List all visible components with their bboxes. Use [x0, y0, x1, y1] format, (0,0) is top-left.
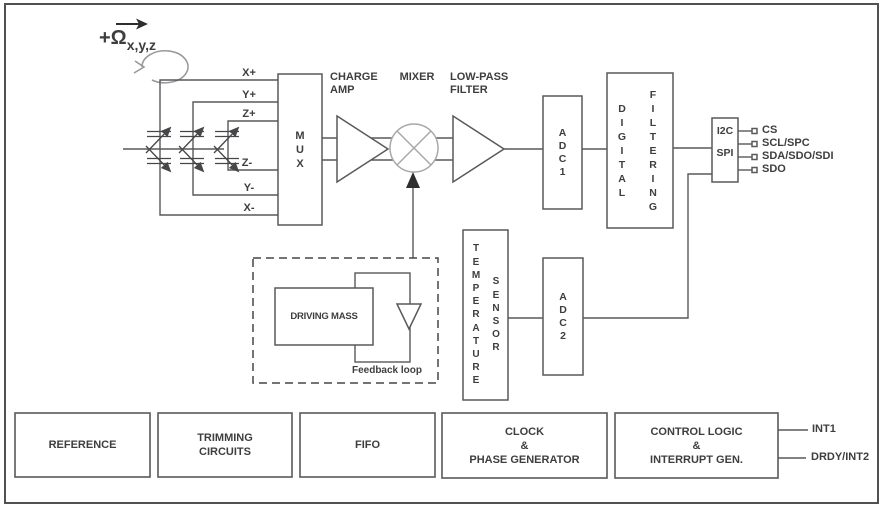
charge-amp-symbol: [336, 114, 390, 184]
sensor-label: S E N S O R: [492, 276, 500, 354]
electrode-label-z-plus: Z+: [242, 108, 256, 120]
fifo-block: [299, 412, 436, 478]
i2c-spi-block: [711, 117, 739, 183]
omega-subscript: x,y,z: [126, 37, 157, 53]
i2c-label: I2C: [716, 124, 734, 137]
z-axis-bracket: [227, 120, 278, 171]
driving-mass-block: [274, 287, 374, 346]
temperature-label: T E M P E R A T U R E: [471, 243, 481, 387]
digital-label: D I G I T A L: [617, 102, 627, 199]
pin-pad-scl-spc: [751, 140, 758, 148]
driving-mass-dashed-box: [252, 257, 439, 384]
variable-capacitor-y-icon: [178, 126, 205, 173]
trimming-circuits-label: TRIMMING CIRCUITS: [197, 432, 253, 458]
pin-pad-cs: [751, 127, 758, 135]
output-label-int1: INT1: [812, 423, 836, 435]
electrode-label-y-minus: Y-: [243, 182, 255, 194]
adc2-label: A D C 2: [559, 290, 567, 342]
pin-label-scl-spc: SCL/SPC: [762, 137, 810, 149]
adc1-label: A D C 1: [558, 126, 567, 178]
control-logic-label: CONTROL LOGIC & INTERRUPT GEN.: [650, 425, 743, 466]
figure-border: [4, 3, 879, 504]
digital-filtering-block: [606, 72, 674, 229]
temperature-sensor-block: [462, 229, 509, 401]
output-label-drdy-int2: DRDY/INT2: [811, 451, 870, 463]
feedback-to-mixer-arrowhead: [406, 172, 420, 188]
reference-block: [14, 412, 151, 478]
charge-amp-label: CHARGE AMP: [330, 71, 378, 96]
variable-capacitor-x-icon: [145, 126, 172, 173]
filtering-label: F I L T E R I N G: [648, 88, 658, 213]
electrode-label-z-minus: Z-: [241, 157, 253, 169]
mixer-symbol: [389, 123, 439, 173]
electrode-label-x-plus: X+: [242, 67, 256, 79]
electrode-label-y-plus: Y+: [242, 89, 256, 101]
control-logic-block: [614, 412, 779, 479]
clock-phase-generator-label: CLOCK & PHASE GENERATOR: [469, 425, 580, 466]
driving-mass-label: DRIVING MASS: [290, 311, 358, 322]
adc2-block: [542, 257, 584, 376]
mux-label: M U X: [295, 129, 305, 170]
rotation-omega-label: +Ωx,y,z: [99, 27, 157, 53]
fifo-label: FIFO: [354, 439, 381, 451]
electrode-wiring: [123, 79, 278, 216]
pin-label-sdo: SDO: [762, 163, 786, 175]
adc1-block: [542, 95, 583, 210]
feedback-loop-label: Feedback loop: [351, 365, 422, 376]
trimming-circuits-block: [157, 412, 293, 478]
clock-phase-generator-block: [441, 412, 608, 479]
omega-symbol: +Ω: [99, 27, 127, 49]
variable-capacitor-z-icon: [213, 126, 240, 173]
spi-label: SPI: [716, 146, 734, 159]
omega-vector-arrow-icon: [116, 18, 148, 30]
rotation-arc-icon: [133, 50, 189, 84]
pin-pad-sda-sdo-sdi: [751, 153, 758, 161]
low-pass-filter-symbol: [452, 114, 506, 184]
pin-label-cs: CS: [762, 124, 778, 136]
feedback-amp-symbol: [395, 303, 423, 331]
pin-label-sda-sdo-sdi: SDA/SDO/SDI: [762, 150, 834, 162]
electrode-label-x-minus: X-: [243, 202, 255, 214]
pin-pad-sdo: [751, 166, 758, 174]
x-axis-bracket: [159, 79, 278, 216]
low-pass-filter-label: LOW-PASS FILTER: [450, 71, 509, 96]
mixer-label: MIXER: [399, 71, 435, 83]
reference-label: REFERENCE: [48, 439, 117, 451]
mux-block: [277, 73, 323, 226]
